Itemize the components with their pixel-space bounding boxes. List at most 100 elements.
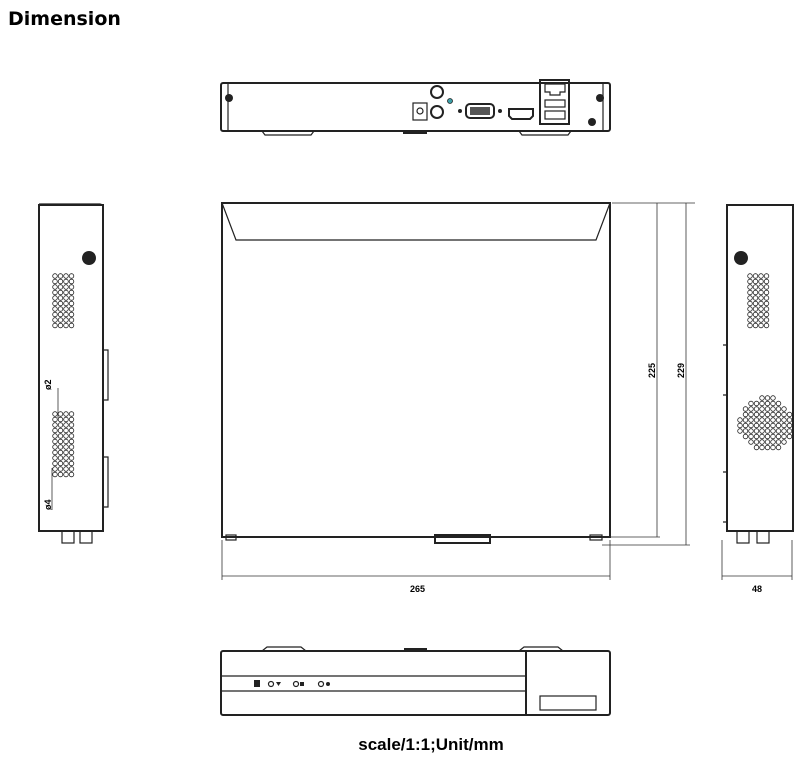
vent-hole [763, 295, 770, 301]
vent-hole [63, 311, 69, 318]
vent-hole [52, 433, 58, 439]
left-side-view: ø2 ø4 [38, 203, 109, 544]
section-title: Dimension [8, 8, 121, 30]
vent-hole [759, 411, 765, 418]
screw-icon [734, 251, 748, 265]
vent-hole [786, 433, 793, 440]
vent-hole [759, 395, 765, 401]
vent-hole [57, 300, 64, 307]
vent-hole [68, 444, 75, 450]
rear-view [220, 79, 611, 136]
vent-hole [737, 422, 743, 429]
depth-body-label: 225 [647, 363, 657, 378]
vent-hole [57, 422, 64, 428]
vent-hole [57, 433, 64, 439]
vent-hole [775, 422, 782, 429]
vent-hole [764, 406, 771, 412]
vent-hole [752, 300, 759, 307]
vent-hole [63, 466, 69, 472]
hdd-led-icon [292, 680, 300, 688]
vent-hole [770, 439, 776, 445]
vent-hole [764, 428, 771, 434]
vent-hole [52, 427, 58, 434]
vent-hole [742, 428, 749, 434]
ir-sensor-icon [254, 680, 260, 687]
vent-hole [63, 317, 69, 323]
vent-hole [68, 460, 75, 467]
vent-hole [752, 289, 759, 296]
vent-hole [57, 444, 64, 450]
vent-hole [63, 422, 69, 428]
vent-hole [781, 411, 787, 418]
vent-hole [758, 273, 764, 279]
vent-hole [57, 416, 64, 423]
vent-hole [758, 311, 764, 318]
vent-hole [57, 466, 64, 472]
vent-hole [781, 406, 787, 412]
vent-hole [748, 422, 754, 429]
hdmi-port-icon [508, 108, 534, 120]
vent-hole [748, 439, 754, 445]
vent-hole [57, 411, 64, 417]
vent-hole [775, 411, 782, 418]
vent-hole [68, 438, 75, 445]
vent-hole [763, 300, 770, 307]
vent-hole [68, 306, 75, 312]
vent-hole [52, 273, 58, 279]
vent-hole [747, 284, 753, 290]
vent-hole [57, 289, 64, 296]
vent-hole [68, 278, 75, 285]
vent-hole [748, 417, 754, 423]
vent-hole [764, 422, 771, 429]
vent-hole [747, 322, 753, 329]
vent-hole [770, 433, 776, 440]
vent-hole [52, 295, 58, 301]
vent-hole [786, 417, 793, 423]
vent-hole [57, 449, 64, 456]
vent-hole [68, 295, 75, 301]
vent-hole [748, 433, 754, 440]
vent-hole [759, 417, 765, 423]
vent-hole [63, 455, 69, 461]
right-side-view [723, 204, 794, 544]
vent-hole [786, 428, 793, 434]
vent-hole [52, 311, 58, 318]
vent-hole [747, 317, 753, 323]
vent-hole [770, 411, 776, 418]
vent-hole [57, 295, 64, 301]
vent-hole [758, 322, 764, 329]
vent-hole [68, 300, 75, 307]
vent-hole [764, 444, 771, 451]
vent-hole [52, 300, 58, 307]
vent-hole [57, 322, 64, 329]
vent-hole [63, 416, 69, 423]
vent-hole [63, 284, 69, 290]
vent-hole [63, 471, 69, 478]
audio-port-icon [430, 85, 444, 99]
vent-hole [68, 449, 75, 456]
vent-hole [770, 406, 776, 412]
vent-hole [63, 300, 69, 307]
vent-hole [63, 460, 69, 467]
vent-hole [57, 455, 64, 461]
vent-hole [747, 273, 753, 279]
vent-hole [753, 400, 760, 407]
vent-hole [764, 400, 771, 407]
vent-hole [781, 439, 787, 445]
vent-hole [775, 433, 782, 440]
vent-hole [763, 284, 770, 290]
vent-hole [57, 438, 64, 445]
vent-hole [758, 278, 764, 285]
width-label: 265 [410, 584, 425, 594]
vent-hole [759, 444, 765, 451]
vent-grid [737, 395, 793, 451]
vent-hole [52, 317, 58, 323]
vent-hole [737, 417, 743, 423]
vent-hole [57, 306, 64, 312]
vent-hole [68, 466, 75, 472]
vent-hole [758, 289, 764, 296]
vent-hole [753, 422, 760, 429]
vent-hole [68, 273, 75, 279]
power-port-icon [412, 102, 428, 121]
